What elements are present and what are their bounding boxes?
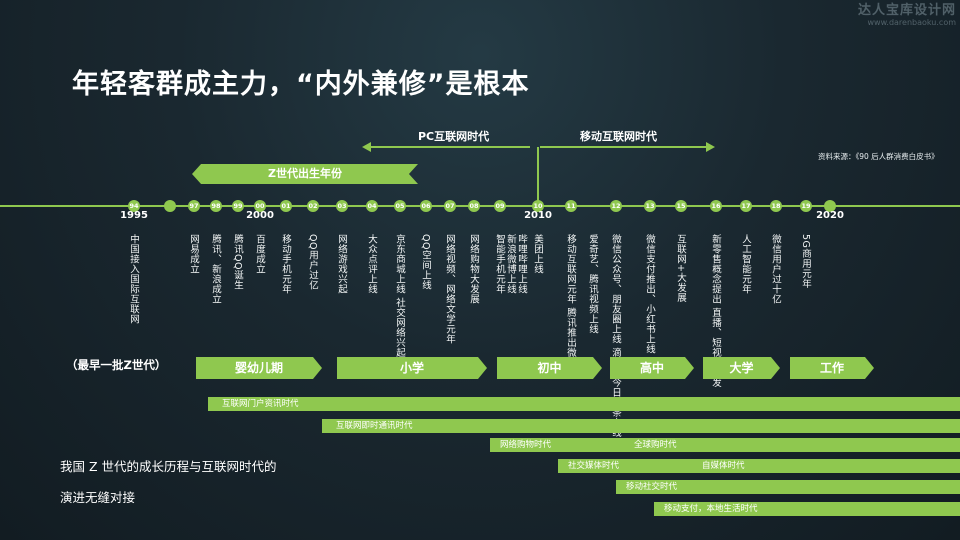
timeline-event: 哔哩哔哩上线 xyxy=(516,234,527,294)
era-arrows xyxy=(362,142,715,202)
timeline-dot: 07 xyxy=(444,200,456,212)
bar-mobile-pay-label: 移动支付，本地生活时代 xyxy=(664,504,758,514)
bar-im-label: 互联网即时通讯时代 xyxy=(336,421,413,431)
timeline-dot: 04 xyxy=(366,200,378,212)
stage-middle: 初中 xyxy=(497,357,602,379)
pc-era-arrowhead xyxy=(362,142,371,152)
bar-social xyxy=(558,459,960,473)
timeline-event: 腾讯QQ诞生 xyxy=(232,234,243,290)
watermark: 达人宝库设计网 www.darenbaoku.com xyxy=(858,4,956,27)
stage-high: 高中 xyxy=(610,357,694,379)
bar-im xyxy=(322,419,960,433)
timeline-dot: 00 xyxy=(254,200,266,212)
watermark-line2: www.darenbaoku.com xyxy=(867,18,956,27)
timeline-event: QQ空间上线 xyxy=(420,234,431,290)
timeline-event: QQ用户过亿 xyxy=(307,234,318,290)
description-line2: 演进无缝对接 xyxy=(60,490,136,505)
timeline-dot xyxy=(824,200,836,212)
watermark-line1: 达人宝库设计网 xyxy=(857,3,956,18)
timeline-event: 微信公众号、朋友圈上线 滴滴、今日头条上线 xyxy=(610,234,621,438)
timeline-year: 2010 xyxy=(524,210,552,221)
bar-mobile-social xyxy=(616,480,960,494)
timeline-event: 人工智能元年 xyxy=(740,234,751,294)
timeline-year: 1995 xyxy=(120,210,148,221)
timeline-dot: 97 xyxy=(188,200,200,212)
bar-mobile-social-label: 移动社交时代 xyxy=(626,482,678,492)
description-line1: 我国 Z 世代的成长历程与互联网时代的 xyxy=(60,459,277,474)
timeline-dot: 17 xyxy=(740,200,752,212)
bar-portal-label: 互联网门户资讯时代 xyxy=(222,399,299,409)
timeline-dot: 01 xyxy=(280,200,292,212)
timeline-dot: 05 xyxy=(394,200,406,212)
timeline-dot: 02 xyxy=(307,200,319,212)
timeline-dot: 12 xyxy=(610,200,622,212)
timeline-dot: 08 xyxy=(468,200,480,212)
timeline-event: 网易成立 xyxy=(188,234,199,274)
earliest-zgen-label: （最早一批Z世代） xyxy=(66,358,167,372)
bar-global-label: 全球购时代 xyxy=(634,440,677,450)
timeline-dot: 18 xyxy=(770,200,782,212)
timeline-year: 2000 xyxy=(246,210,274,221)
stage-university: 大学 xyxy=(703,357,780,379)
bar-portal xyxy=(208,397,960,411)
timeline-event: 网络游戏兴起 xyxy=(336,234,347,294)
stage-infancy: 婴幼儿期 xyxy=(196,357,322,379)
timeline-event: 新浪微博上线 xyxy=(505,234,516,294)
mobile-era-arrowhead xyxy=(706,142,715,152)
timeline-axis xyxy=(0,205,960,207)
timeline-event: 京东商城上线 社交网络兴起 xyxy=(394,234,405,358)
timeline-event: 美团上线 xyxy=(532,234,543,274)
stage-work: 工作 xyxy=(790,357,874,379)
timeline-event: 腾讯、新浪成立 xyxy=(210,234,221,304)
mobile-era-label: 移动互联网时代 xyxy=(580,130,657,143)
zgen-birth-banner: Z世代出生年份 xyxy=(192,164,418,184)
source-note: 资料来源：《90 后人群消费白皮书》 xyxy=(818,152,939,161)
stage-primary: 小学 xyxy=(337,357,487,379)
bar-wemedia-label: 自媒体时代 xyxy=(702,461,745,471)
timeline-dot: 03 xyxy=(336,200,348,212)
timeline-dot: 13 xyxy=(644,200,656,212)
timeline-dot xyxy=(164,200,176,212)
bar-social-label: 社交媒体时代 xyxy=(568,461,620,471)
timeline-event: 大众点评上线 xyxy=(366,234,377,294)
timeline-dot: 98 xyxy=(210,200,222,212)
timeline-event: 网络视频、网络文学元年 xyxy=(444,234,455,344)
timeline-dot: 94 xyxy=(128,200,140,212)
timeline-event: 中国接入国际互联网 xyxy=(128,234,139,324)
timeline-event: 网络购物大发展 xyxy=(468,234,479,304)
bar-shopping xyxy=(490,438,960,452)
timeline-dot: 10 xyxy=(532,200,544,212)
timeline-event: 微信支付推出、小红书上线 xyxy=(644,234,655,354)
pc-era-label: PC互联网时代 xyxy=(418,130,490,143)
timeline-year: 2020 xyxy=(816,210,844,221)
timeline-dot: 16 xyxy=(710,200,722,212)
timeline-dot: 09 xyxy=(494,200,506,212)
timeline-event: 智能手机元年 xyxy=(494,234,505,294)
timeline-dot: 06 xyxy=(420,200,432,212)
timeline-event: 百度成立 xyxy=(254,234,265,274)
bar-mobile-pay xyxy=(654,502,960,516)
timeline-event: 移动互联网元年 腾讯推出微信 xyxy=(565,234,576,368)
bar-shopping-label: 网络购物时代 xyxy=(500,440,552,450)
timeline-event: 5G商用元年 xyxy=(800,234,811,289)
timeline-dot: 15 xyxy=(675,200,687,212)
timeline-event: 爱奇艺、腾讯视频上线 xyxy=(587,234,598,334)
timeline-event: 微信用户过十亿 xyxy=(770,234,781,304)
timeline-dot: 19 xyxy=(800,200,812,212)
timeline-dot: 99 xyxy=(232,200,244,212)
timeline-dot: 11 xyxy=(565,200,577,212)
timeline-event: 新零售概念提出 直播、短视频爆发 xyxy=(710,234,721,388)
timeline-event: 互联网+大发展 xyxy=(675,234,686,303)
page-title: 年轻客群成主力，“内外兼修”是根本 xyxy=(72,69,530,100)
timeline-event: 移动手机元年 xyxy=(280,234,291,294)
